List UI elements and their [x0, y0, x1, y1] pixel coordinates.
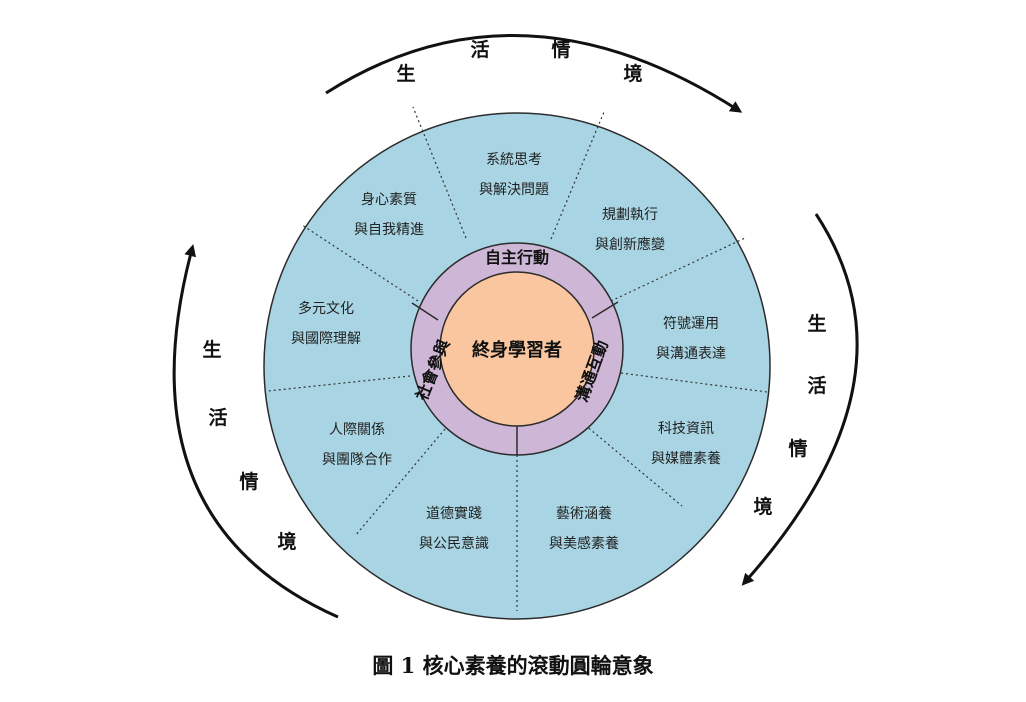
left-arc-arrow — [172, 244, 339, 619]
svg-text:與自我精進: 與自我精進 — [354, 222, 424, 238]
svg-text:身心素質: 身心素質 — [361, 192, 417, 208]
svg-text:道德實踐: 道德實踐 — [426, 505, 482, 522]
svg-text:與國際理解: 與國際理解 — [291, 331, 361, 347]
segment-divider-4 — [584, 424, 683, 507]
svg-text:人際關係: 人際關係 — [329, 422, 385, 438]
svg-text:活: 活 — [807, 374, 826, 397]
segment-label-0: 系統思考 與解決問題 — [479, 152, 549, 198]
ring-divider-left — [411, 302, 439, 321]
ring-label-top: 自主行動 — [485, 248, 549, 267]
segment-label-8: 身心素質 與自我精進 — [354, 192, 424, 238]
segment-divider-0 — [412, 106, 467, 239]
svg-text:與創新應變: 與創新應變 — [595, 236, 665, 253]
segment-label-1: 規劃執行 與創新應變 — [595, 207, 665, 253]
ring-divider-right — [591, 301, 619, 319]
svg-text:系統思考: 系統思考 — [486, 152, 542, 168]
svg-text:境: 境 — [277, 530, 296, 553]
top-arc-arrow — [325, 34, 743, 113]
core-label: 終身學習者 — [472, 339, 562, 361]
svg-text:與團隊合作: 與團隊合作 — [322, 452, 392, 468]
svg-text:活: 活 — [470, 38, 489, 61]
svg-text:情: 情 — [551, 38, 570, 61]
svg-text:境: 境 — [623, 62, 642, 85]
svg-text:情: 情 — [788, 437, 807, 460]
segment-divider-7 — [267, 375, 411, 392]
segment-label-3: 科技資訊 與媒體素養 — [651, 421, 721, 467]
segment-label-7: 多元文化 與國際理解 — [291, 300, 361, 347]
segment-label-5: 道德實踐 與公民意識 — [419, 505, 489, 552]
svg-text:與美感素養: 與美感素養 — [549, 535, 619, 552]
segment-dividers — [267, 106, 768, 611]
segment-label-2: 符號運用 與溝通表達 — [656, 316, 726, 362]
svg-text:生: 生 — [807, 312, 826, 335]
svg-text:情: 情 — [239, 470, 258, 493]
segment-divider-8 — [301, 224, 419, 302]
right-arc-arrow — [741, 213, 859, 586]
svg-text:與媒體素養: 與媒體素養 — [651, 450, 721, 467]
svg-text:與溝通表達: 與溝通表達 — [656, 346, 726, 362]
segment-label-6: 人際關係 與團隊合作 — [322, 422, 392, 468]
svg-text:境: 境 — [753, 495, 772, 518]
svg-text:活: 活 — [208, 406, 227, 429]
context-label-left: 生 活 情 境 — [202, 338, 296, 553]
svg-text:生: 生 — [202, 338, 221, 361]
context-label-right: 生 活 情 境 — [753, 312, 826, 518]
svg-text:科技資訊: 科技資訊 — [658, 421, 714, 437]
svg-text:與公民意識: 與公民意識 — [419, 535, 489, 552]
svg-text:生: 生 — [396, 62, 415, 85]
svg-text:藝術涵養: 藝術涵養 — [556, 505, 612, 522]
segment-label-4: 藝術涵養 與美感素養 — [549, 505, 619, 552]
segment-divider-6 — [354, 428, 446, 537]
svg-text:多元文化: 多元文化 — [298, 300, 354, 317]
context-label-top: 生 活 情 境 — [396, 38, 642, 85]
svg-text:規劃執行: 規劃執行 — [602, 207, 658, 223]
figure-caption: 圖 1 核心素養的滾動圓輪意象 — [372, 653, 654, 678]
svg-text:與解決問題: 與解決問題 — [479, 182, 549, 198]
svg-text:符號運用: 符號運用 — [663, 316, 719, 332]
